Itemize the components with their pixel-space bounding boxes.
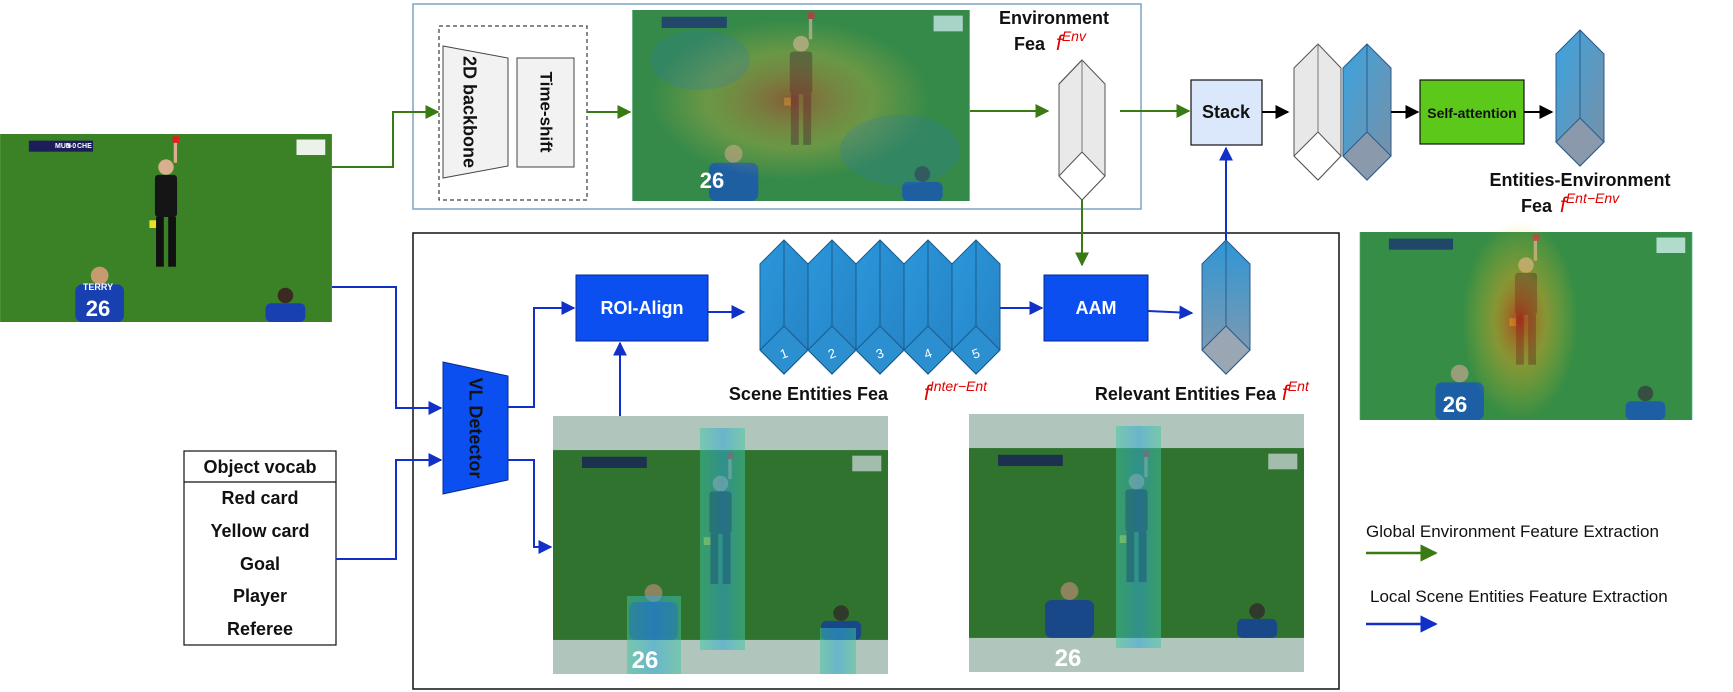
input-score-team-b: CHE xyxy=(77,143,92,150)
arrow-detector-to-roi xyxy=(508,301,576,408)
entity-number-4: 4 xyxy=(922,345,934,362)
legend: Global Environment Feature Extraction Lo… xyxy=(1366,522,1668,633)
vocab-item: Yellow card xyxy=(210,521,309,541)
vocab-title: Object vocab xyxy=(203,457,316,477)
self-attention-block[interactable]: Self-attention xyxy=(1419,79,1525,145)
ent-env-line2: Fea xyxy=(1521,196,1553,216)
relevant-entities-cube xyxy=(1201,239,1251,375)
roi-align-block[interactable]: ROI-Align xyxy=(575,274,709,342)
legend-local-label: Local Scene Entities Feature Extraction xyxy=(1370,587,1668,606)
vl-detector-block[interactable]: VL Detector xyxy=(442,361,509,495)
arrow-detector-to-frame xyxy=(508,459,553,554)
env-label-line1: Environment xyxy=(999,8,1109,28)
entity-number-2: 2 xyxy=(826,345,838,362)
detect-frame-player-number: 26 xyxy=(632,647,659,674)
output-heatmap-frame: 26 xyxy=(1359,220,1693,420)
stacked-blue-cube xyxy=(1342,43,1392,181)
arrow-vocab-to-detector xyxy=(336,453,443,560)
relevant-label: Relevant Entities Fea xyxy=(1095,384,1277,404)
entity-number-3: 3 xyxy=(874,345,886,362)
stacked-white-cube xyxy=(1293,43,1342,181)
scene-label: Scene Entities Fea xyxy=(729,384,889,404)
entity-number-5: 5 xyxy=(970,345,982,362)
aam-block[interactable]: AAM xyxy=(1043,274,1149,342)
ent-env-line1: Entities-Environment xyxy=(1489,170,1670,190)
vocab-item: Player xyxy=(233,586,287,606)
entity-cube-1: 1 xyxy=(759,239,809,375)
entity-cube-2: 2 xyxy=(807,239,857,375)
input-score: 0-0 xyxy=(66,143,76,150)
environment-feature-label: Environment Fea fEnv xyxy=(999,8,1109,55)
ent-env-symbol: fEnt−Env xyxy=(1560,190,1620,217)
relevant-entities-label: Relevant Entities Fea fEnt xyxy=(1095,378,1310,405)
arrow-input-to-backbone xyxy=(332,105,440,168)
roi-align-label: ROI-Align xyxy=(601,298,684,318)
input-frame: MUN 0-0 CHE TERRY 26 xyxy=(0,134,332,322)
entity-number-1: 1 xyxy=(778,345,790,362)
relevant-detection-frame: 26 xyxy=(969,414,1304,672)
arrow-aam-to-relevant xyxy=(1147,305,1194,320)
entities-environment-label: Entities-Environment Fea fEnt−Env xyxy=(1489,170,1670,217)
input-score-team-a: MUN xyxy=(55,143,71,150)
scene-entities-label: Scene Entities Fea fInter−Ent xyxy=(729,378,988,405)
environment-feature-cube xyxy=(1058,59,1106,201)
vocab-item: Red card xyxy=(221,488,298,508)
legend-global-label: Global Environment Feature Extraction xyxy=(1366,522,1659,541)
input-player-name: TERRY xyxy=(83,282,113,292)
scene-symbol: fInter−Ent xyxy=(924,378,988,405)
input-player-number: 26 xyxy=(86,296,110,321)
stack-label: Stack xyxy=(1202,102,1251,122)
vl-detector-label: VL Detector xyxy=(465,378,485,479)
backbone-label: 2D backbone xyxy=(459,56,479,168)
entities-environment-cube xyxy=(1555,29,1605,167)
self-attention-label: Self-attention xyxy=(1427,105,1516,121)
time-shift-block: Time-shift xyxy=(516,57,575,168)
global-branch-panel xyxy=(412,3,1142,210)
vocab-item: Goal xyxy=(240,554,280,574)
environment-heatmap-frame: 26 xyxy=(632,10,970,201)
vocab-item: Referee xyxy=(227,619,293,639)
time-shift-label: Time-shift xyxy=(537,72,556,153)
backbone-block: 2D backbone xyxy=(442,45,509,179)
relevant-frame-player-number: 26 xyxy=(1055,645,1082,672)
object-vocab-table: Object vocab Red card Yellow card Goal P… xyxy=(183,450,337,646)
entity-cube-3: 3 xyxy=(855,239,905,375)
entity-cube-4: 4 xyxy=(903,239,953,375)
stack-block[interactable]: Stack xyxy=(1190,79,1263,146)
output-frame-player-number: 26 xyxy=(1443,392,1467,417)
env-label-line2: Fea xyxy=(1014,34,1046,54)
env-symbol: fEnv xyxy=(1056,28,1087,55)
aam-label: AAM xyxy=(1076,298,1117,318)
arrow-input-to-detector xyxy=(332,286,443,415)
detection-frame: 26 xyxy=(553,416,888,674)
relevant-symbol: fEnt xyxy=(1282,378,1310,405)
entity-cube-5: 5 xyxy=(951,239,1001,375)
scene-entities-cubes: 1 2 3 4 5 xyxy=(759,239,1001,375)
env-frame-player-number: 26 xyxy=(700,168,724,193)
